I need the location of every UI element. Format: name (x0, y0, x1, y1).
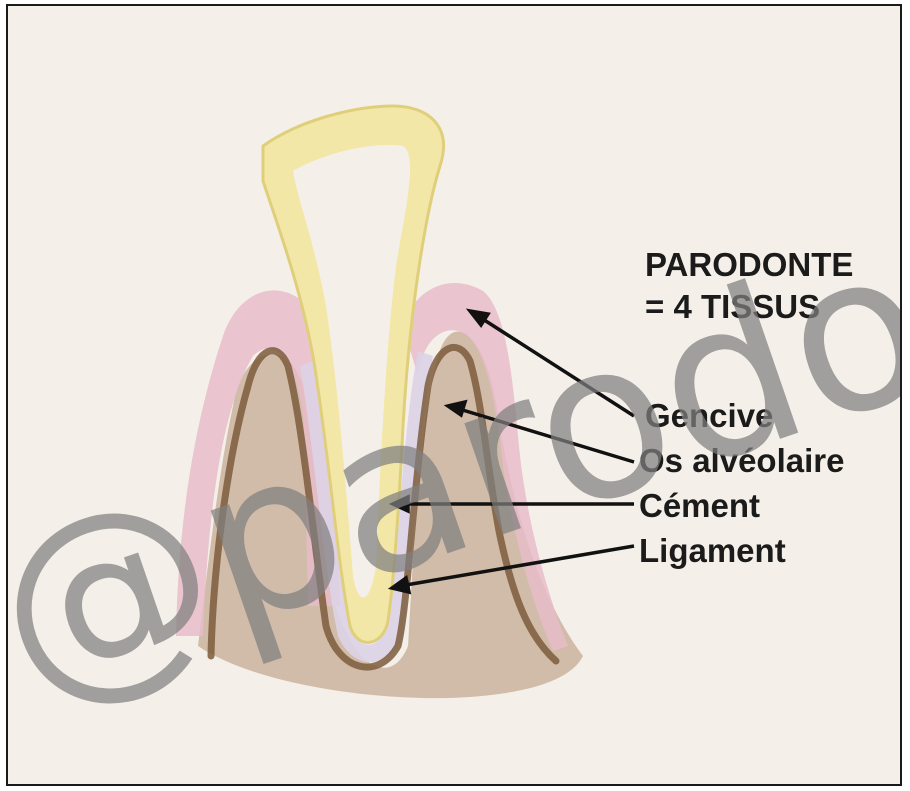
diagram-title: PARODONTE = 4 TISSUS (645, 244, 853, 328)
label-cement: Cément (639, 488, 760, 524)
label-gencive: Gencive (645, 398, 773, 434)
diagram-frame: PARODONTE = 4 TISSUS Gencive Os alvéolai… (6, 4, 902, 786)
title-line-2: = 4 TISSUS (645, 286, 853, 328)
label-ligament: Ligament (639, 533, 786, 569)
title-line-1: PARODONTE (645, 244, 853, 286)
label-os-alveolaire: Os alvéolaire (639, 443, 844, 479)
tooth-illustration (8, 6, 902, 786)
